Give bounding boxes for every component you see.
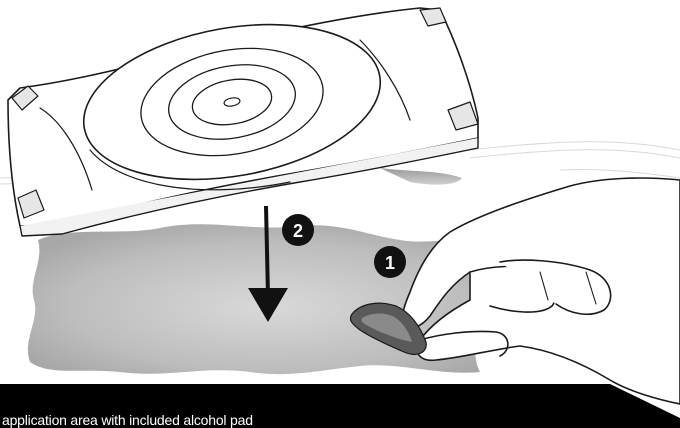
- step-number-2: 2: [293, 221, 303, 241]
- plate-shadow: [380, 168, 462, 185]
- caption-text: application area with included alcohol p…: [2, 413, 253, 428]
- step-number-1: 1: [385, 253, 395, 273]
- mount-plate-icon: [8, 3, 478, 236]
- step-badge-1: 1: [374, 246, 406, 278]
- step-badge-2: 2: [282, 214, 314, 246]
